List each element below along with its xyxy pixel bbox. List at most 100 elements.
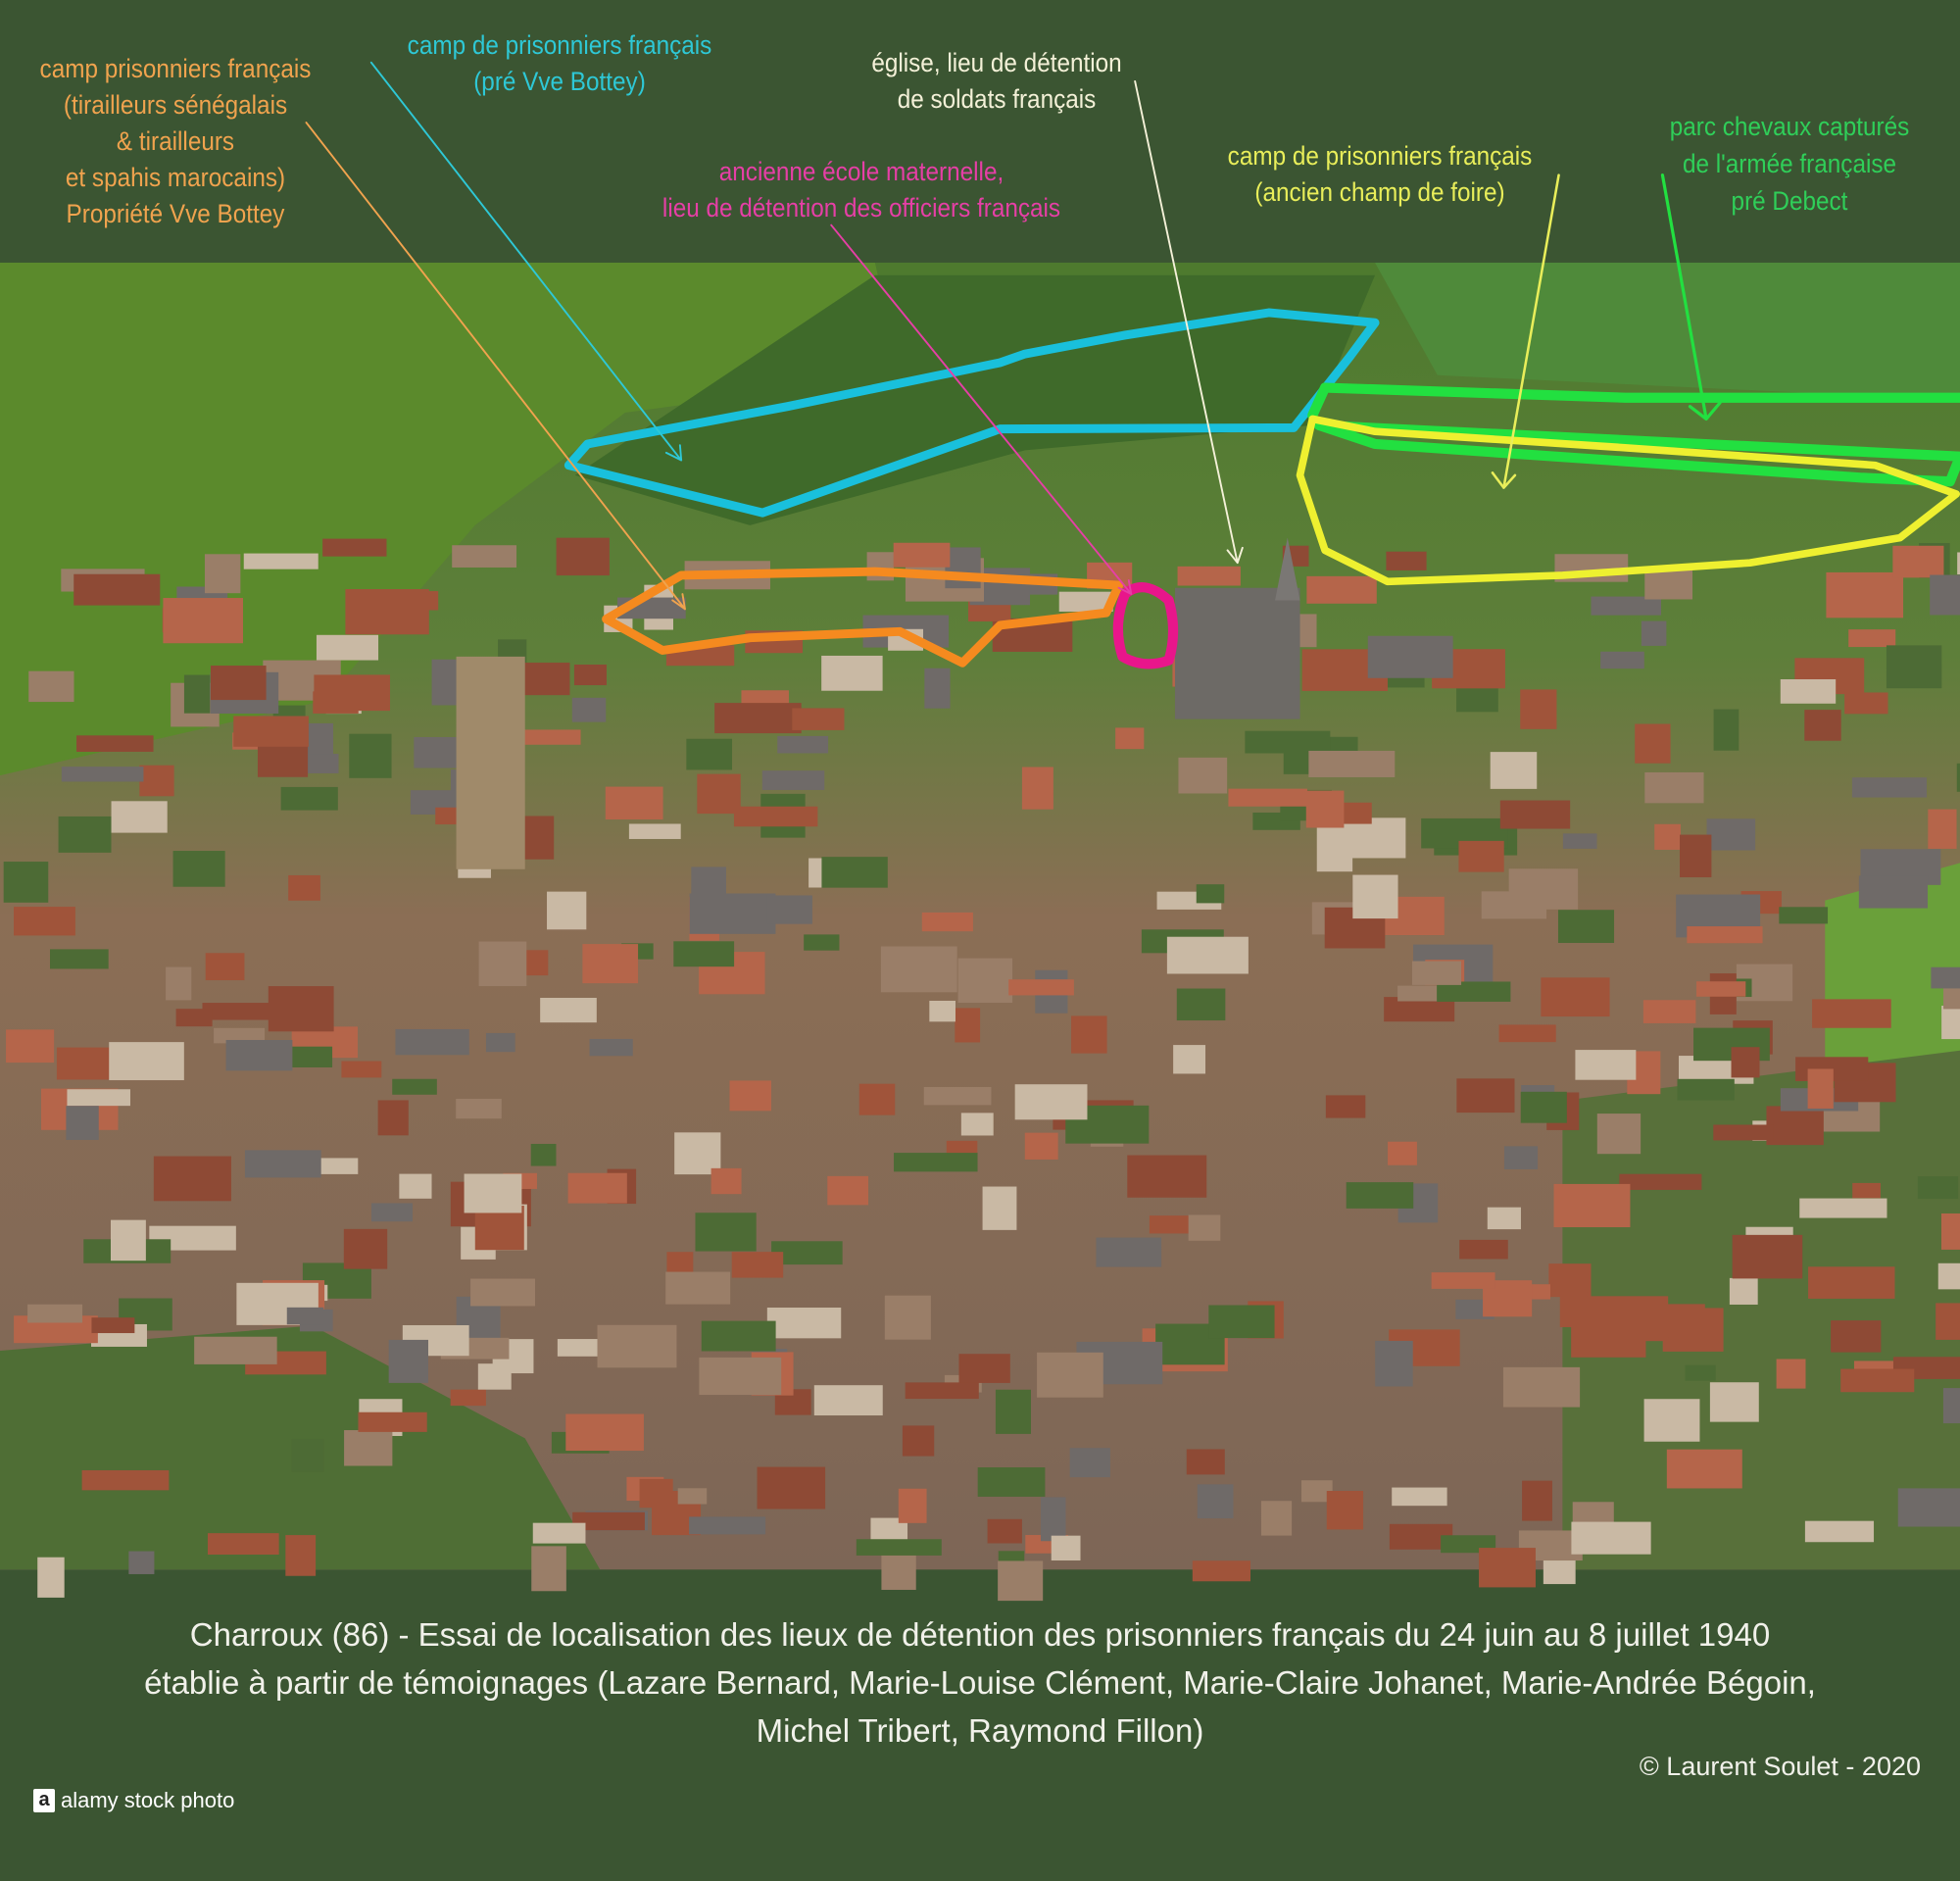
roof — [285, 1535, 317, 1576]
white-leader-line — [1134, 79, 1244, 565]
roof — [1804, 1520, 1875, 1543]
roof — [1186, 1449, 1225, 1475]
roof — [729, 1080, 772, 1112]
roof — [821, 857, 888, 888]
roof — [1176, 988, 1226, 1021]
roof — [243, 553, 318, 569]
roof — [1729, 1277, 1758, 1305]
roof — [1596, 1114, 1642, 1155]
roof — [1177, 566, 1241, 586]
roof — [998, 1560, 1044, 1602]
roof — [924, 668, 951, 709]
roof — [1937, 1262, 1960, 1290]
roof — [399, 1173, 432, 1199]
roof — [1071, 1015, 1107, 1054]
roof — [1807, 1068, 1834, 1109]
roof — [540, 997, 597, 1023]
label-line: (pré Vve Bottey) — [473, 67, 646, 96]
roof — [1897, 1488, 1960, 1527]
roof — [202, 1003, 275, 1020]
roof — [731, 1252, 784, 1278]
roof — [1940, 1213, 1960, 1250]
roof — [982, 1186, 1017, 1230]
roof — [1498, 1024, 1556, 1043]
roof — [233, 716, 309, 747]
roof — [56, 1047, 110, 1080]
roof — [37, 1557, 65, 1598]
roof — [1808, 1266, 1895, 1299]
roof — [1548, 1263, 1592, 1298]
roof — [1386, 551, 1427, 570]
roof — [392, 1078, 437, 1095]
roof — [1127, 1155, 1207, 1198]
roof — [1367, 635, 1453, 678]
roof — [701, 1320, 776, 1352]
field-top-right — [1375, 262, 1960, 401]
roof — [204, 554, 241, 594]
aerial-photo — [0, 262, 1960, 1602]
label-line: camp de prisonniers français — [1227, 141, 1533, 171]
roof — [714, 703, 802, 734]
roof — [1173, 1045, 1206, 1074]
caption-line: établie à partir de témoignages (Lazare … — [144, 1664, 1816, 1701]
cyan-leader-line — [369, 61, 683, 462]
roof — [1051, 1535, 1081, 1561]
label-school: ancienne école maternelle, lieu de déten… — [662, 154, 1060, 226]
roof — [1490, 752, 1538, 789]
roof — [452, 545, 517, 568]
roof — [1643, 1399, 1700, 1442]
roof — [485, 1032, 515, 1053]
roof — [689, 1516, 766, 1535]
roof — [827, 1175, 869, 1206]
roof — [1024, 1132, 1058, 1160]
roof — [1508, 868, 1579, 910]
roof — [517, 729, 581, 745]
label-line: lieu de détention des officiers français — [662, 193, 1061, 223]
label-orange-camp: camp prisonniers français (tirailleurs s… — [40, 51, 312, 232]
label-line: ancienne école maternelle, — [718, 157, 1004, 186]
cyan-zone-outline — [564, 308, 1380, 518]
church — [1174, 587, 1300, 719]
roof — [881, 1553, 916, 1590]
roof — [1069, 1448, 1110, 1478]
roof — [175, 1009, 213, 1027]
roof — [530, 1143, 557, 1166]
roof — [1709, 1382, 1759, 1422]
roof — [1178, 757, 1228, 794]
roof — [3, 862, 49, 903]
roof — [902, 1425, 935, 1457]
roof — [547, 891, 587, 930]
roof — [1499, 800, 1571, 829]
roof — [532, 1522, 586, 1544]
roof — [821, 655, 883, 691]
yellow-zone-outline — [1296, 415, 1960, 586]
roof — [61, 767, 144, 782]
roof — [67, 1089, 130, 1107]
roof — [1115, 727, 1145, 750]
roof — [313, 691, 359, 714]
label-line: camp prisonniers français — [39, 54, 312, 83]
roof — [1844, 692, 1888, 715]
roof — [1680, 834, 1712, 878]
roof — [139, 765, 174, 797]
roof — [1713, 709, 1740, 751]
roof — [1456, 1078, 1515, 1114]
roof — [1644, 771, 1704, 804]
roof — [166, 966, 192, 1001]
roof — [1325, 1095, 1366, 1118]
roof — [1942, 1388, 1960, 1424]
village-roofs — [3, 537, 1960, 1602]
roof — [1096, 1237, 1162, 1267]
label-yellow-camp: camp de prisonniers français (ancien cha… — [1228, 138, 1533, 211]
roof — [955, 1008, 981, 1043]
green-leader-line — [1660, 173, 1722, 421]
roof — [531, 1546, 566, 1592]
roof — [456, 1099, 502, 1119]
roof — [286, 1307, 324, 1325]
roof — [1886, 645, 1942, 689]
caption-line: Michel Tribert, Raymond Fillon) — [756, 1712, 1204, 1749]
roof — [1300, 1480, 1333, 1503]
roof — [858, 1083, 896, 1115]
roof — [1642, 1000, 1696, 1023]
roof — [689, 893, 776, 934]
